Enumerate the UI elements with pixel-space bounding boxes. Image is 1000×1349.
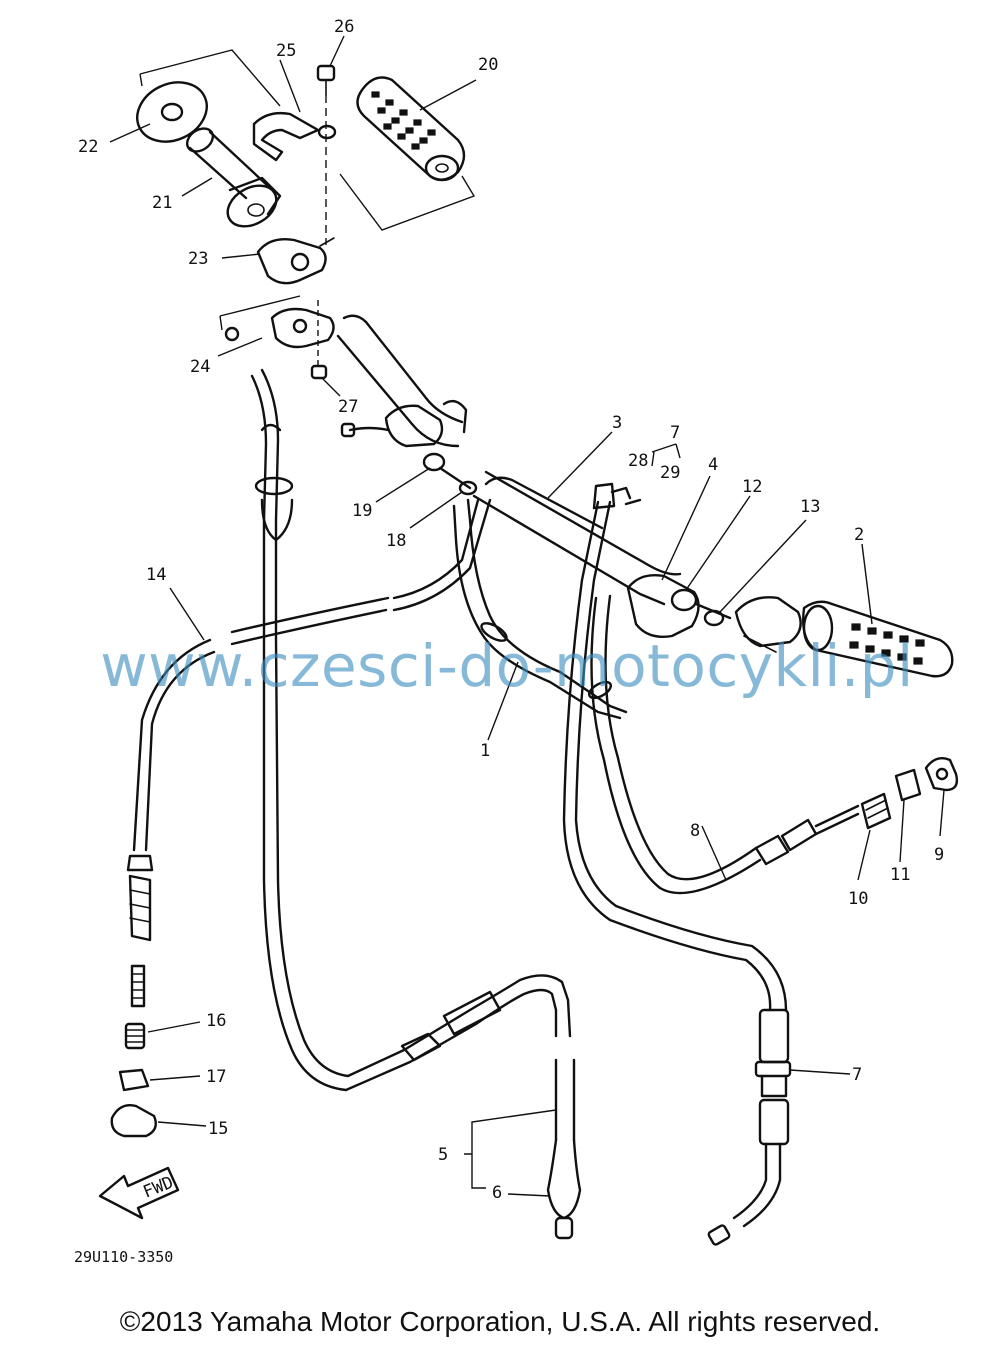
handlebar-1: [336, 314, 682, 720]
leader-lines: [109, 35, 945, 1197]
callout-6: 6: [492, 1183, 502, 1203]
callout-3: 3: [612, 413, 622, 433]
callout-16: 16: [206, 1011, 226, 1031]
part-29: [624, 498, 642, 506]
callout-15: 15: [208, 1119, 228, 1139]
callout-12: 12: [742, 477, 762, 497]
copyright-notice: ©2013 Yamaha Motor Corporation, U.S.A. A…: [119, 1306, 881, 1337]
fitting-11: [894, 768, 922, 802]
spring-16: [124, 1022, 146, 1050]
callout-24: 24: [190, 357, 210, 377]
throttle-grip-21: [185, 127, 282, 228]
callout-5: 5: [438, 1145, 448, 1165]
spring-10: [860, 792, 892, 830]
screw-26: [316, 64, 337, 245]
callout-7-bottom: 7: [852, 1065, 862, 1085]
cable-7: [562, 482, 792, 1246]
callout-7-top: 7: [670, 423, 680, 443]
callout-27: 27: [338, 397, 358, 417]
callout-28: 28: [628, 451, 648, 471]
callout-19: 19: [352, 501, 372, 521]
callout-25: 25: [276, 41, 296, 61]
screw-27: [310, 300, 328, 380]
callout-2: 2: [854, 525, 864, 545]
wingnut-9: [924, 757, 959, 792]
cable-8: [590, 594, 860, 895]
callout-18: 18: [386, 531, 406, 551]
callout-21: 21: [152, 193, 172, 213]
callout-17: 17: [206, 1067, 226, 1087]
lever-bracket-18: [340, 404, 478, 496]
cable-14: [126, 498, 492, 1008]
callout-8: 8: [690, 821, 700, 841]
callout-22: 22: [78, 137, 98, 157]
throttle-housing-24: [219, 295, 335, 349]
callout-23: 23: [188, 249, 208, 269]
callout-labels: 1 2 3 4 5 6 7 7 8 9 10 11 12 13 14 15 16…: [78, 17, 944, 1203]
fitting-17: [118, 1068, 150, 1092]
callout-29: 29: [660, 463, 680, 483]
right-switch-4: [626, 574, 802, 653]
throttle-housing-23: [256, 237, 335, 285]
callout-13: 13: [800, 497, 820, 517]
callout-14: 14: [146, 565, 166, 585]
callout-11: 11: [890, 865, 910, 885]
cover-25: [252, 111, 320, 162]
callout-9: 9: [934, 845, 944, 865]
grip-2: [802, 600, 954, 678]
callout-20: 20: [478, 55, 498, 75]
watermark-text: www.czesci-do-motocykli.pl: [100, 632, 914, 700]
boot-15: [110, 1104, 157, 1138]
throttle-cable-5: [250, 368, 582, 1240]
grip-20: [356, 76, 466, 182]
fwd-arrow-icon: FWD: [98, 1166, 180, 1220]
part-28: [610, 486, 632, 500]
washer-22: [136, 81, 208, 143]
callout-26: 26: [334, 17, 354, 37]
diagram-code: 29U110-3350: [74, 1248, 174, 1266]
callout-10: 10: [848, 889, 868, 909]
callout-4: 4: [708, 455, 718, 475]
callout-1: 1: [480, 741, 490, 761]
